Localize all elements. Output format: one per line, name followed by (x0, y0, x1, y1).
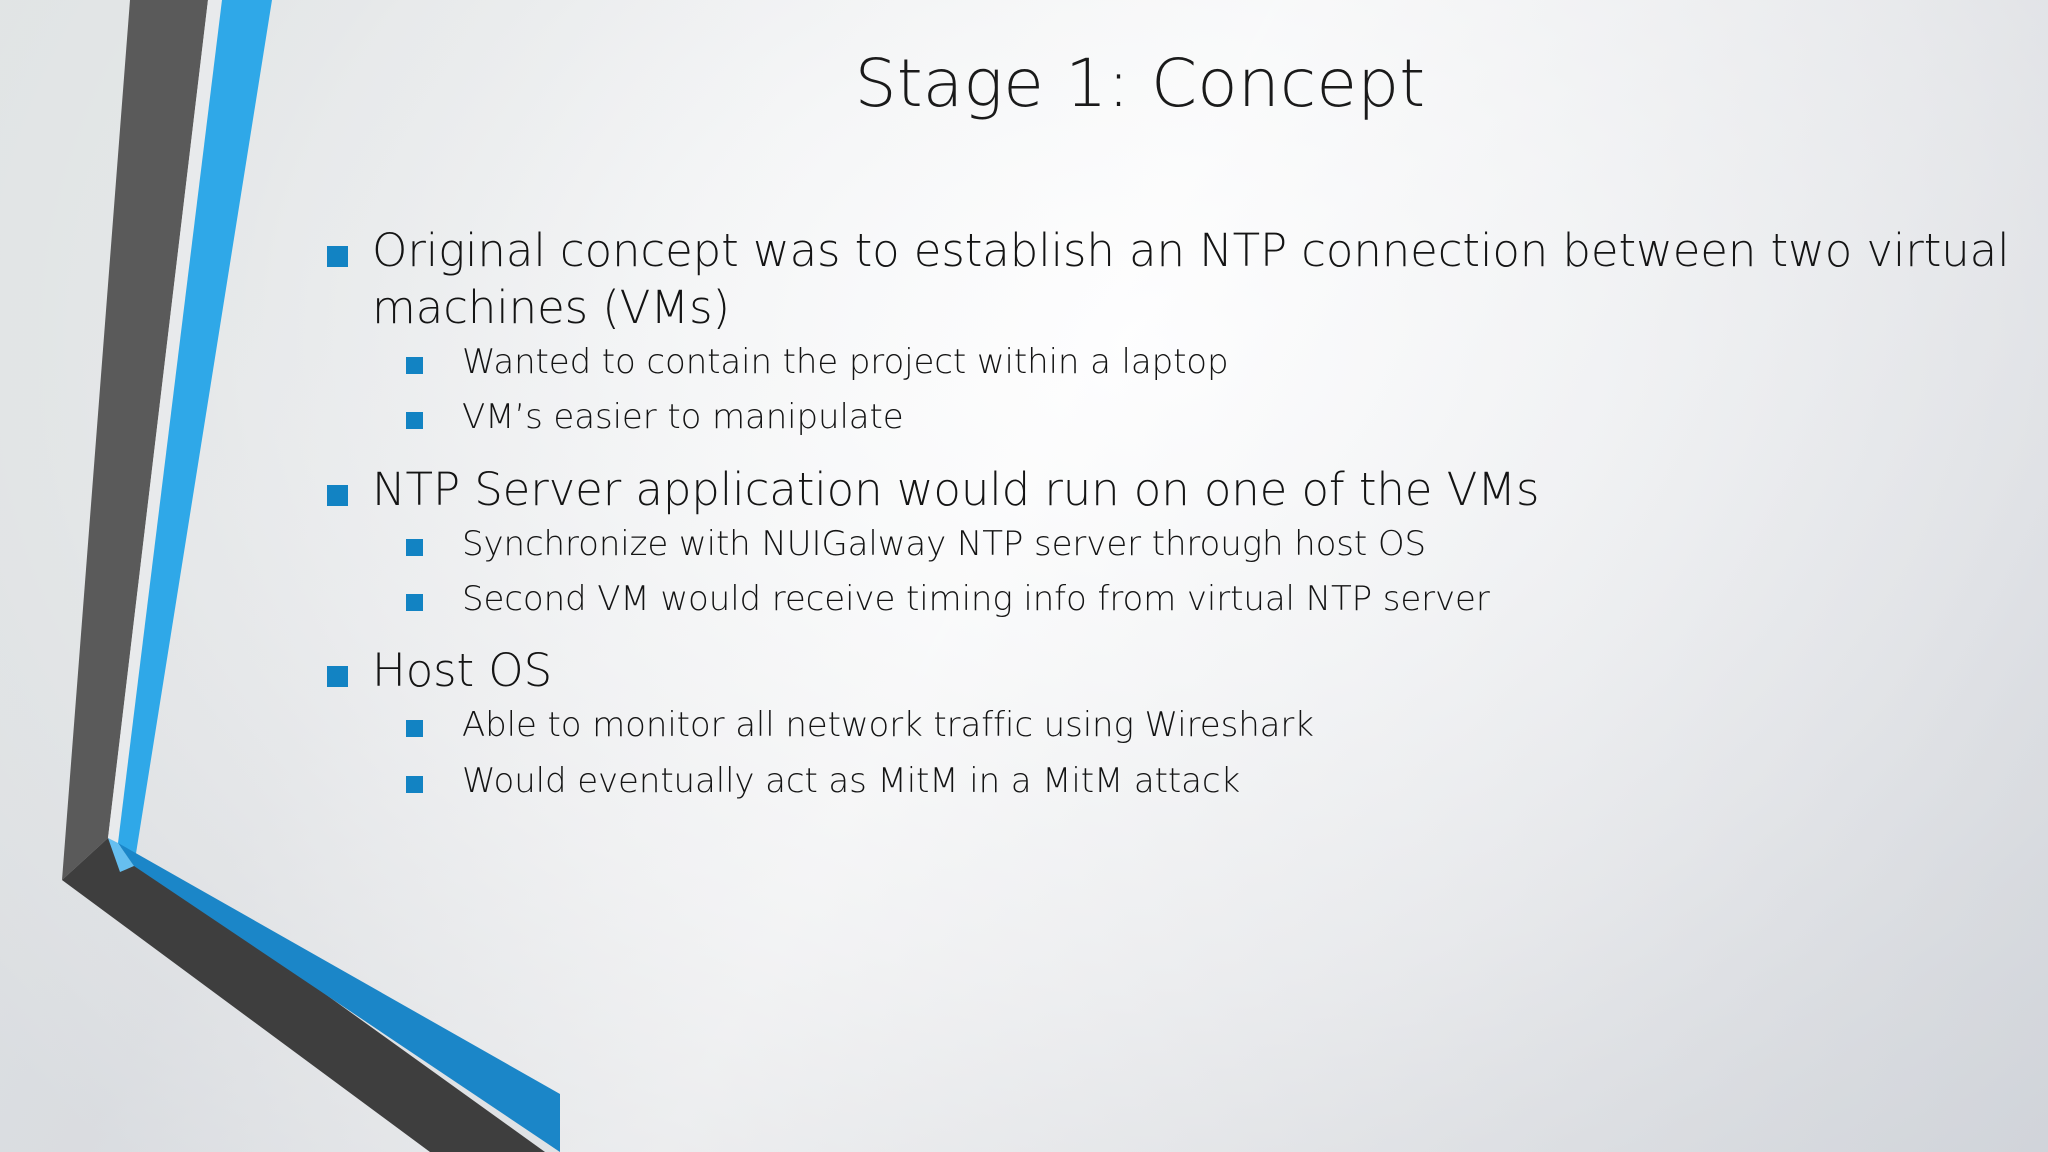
bullet-level2: VM’s easier to manipulate (316, 395, 2016, 439)
bullet-square-icon (327, 666, 348, 688)
bullet-text: VM’s easier to manipulate (462, 397, 904, 438)
bullet-square-icon (406, 720, 423, 738)
group-spacer (316, 632, 2016, 642)
bullet-square-icon (327, 484, 348, 506)
bullet-text: Able to monitor all network traffic usin… (462, 705, 1314, 746)
bullet-square-icon (406, 357, 423, 375)
bullet-level2: Second VM would receive timing info from… (316, 577, 2016, 621)
bullet-level2: Would eventually act as MitM in a MitM a… (316, 759, 2016, 803)
chevron-blue-upper (118, 0, 272, 866)
chevron-blue-lower (118, 843, 560, 1152)
slide-body-placeholder: Original concept was to establish an NTP… (316, 222, 2016, 814)
bullet-square-icon (406, 775, 423, 793)
bullet-square-icon (327, 246, 348, 267)
bullet-text: Would eventually act as MitM in a MitM a… (462, 760, 1241, 801)
chevron-separator-lower (108, 838, 560, 1152)
slide-title: Stage 1: Concept (854, 45, 1426, 122)
bullet-level2: Able to monitor all network traffic usin… (316, 703, 2016, 747)
bullet-text: Second VM would receive timing info from… (462, 578, 1490, 619)
bullet-level2: Wanted to contain the project within a l… (316, 340, 2016, 384)
bullet-text: Wanted to contain the project within a l… (462, 342, 1229, 383)
chevron-separator-upper (108, 0, 222, 843)
chevron-bend-highlight (108, 838, 134, 872)
bullet-text: NTP Server application would run on one … (372, 462, 1540, 516)
chevron-gray-lower (62, 838, 560, 1152)
bullet-square-icon (406, 538, 423, 556)
bullet-square-icon (406, 412, 423, 430)
bullet-level2: Synchronize with NUIGalway NTP server th… (316, 522, 2016, 566)
bullet-text: Synchronize with NUIGalway NTP server th… (462, 523, 1426, 564)
bullet-text: Original concept was to establish an NTP… (372, 224, 2010, 335)
chevron-gray-upper (62, 0, 208, 880)
bullet-text: Host OS (372, 644, 553, 698)
bullet-level1: Host OS (316, 642, 2016, 699)
bullet-square-icon (406, 593, 423, 611)
bullet-level1: NTP Server application would run on one … (316, 461, 2016, 518)
group-spacer (316, 451, 2016, 461)
bullet-level1: Original concept was to establish an NTP… (316, 222, 2016, 336)
